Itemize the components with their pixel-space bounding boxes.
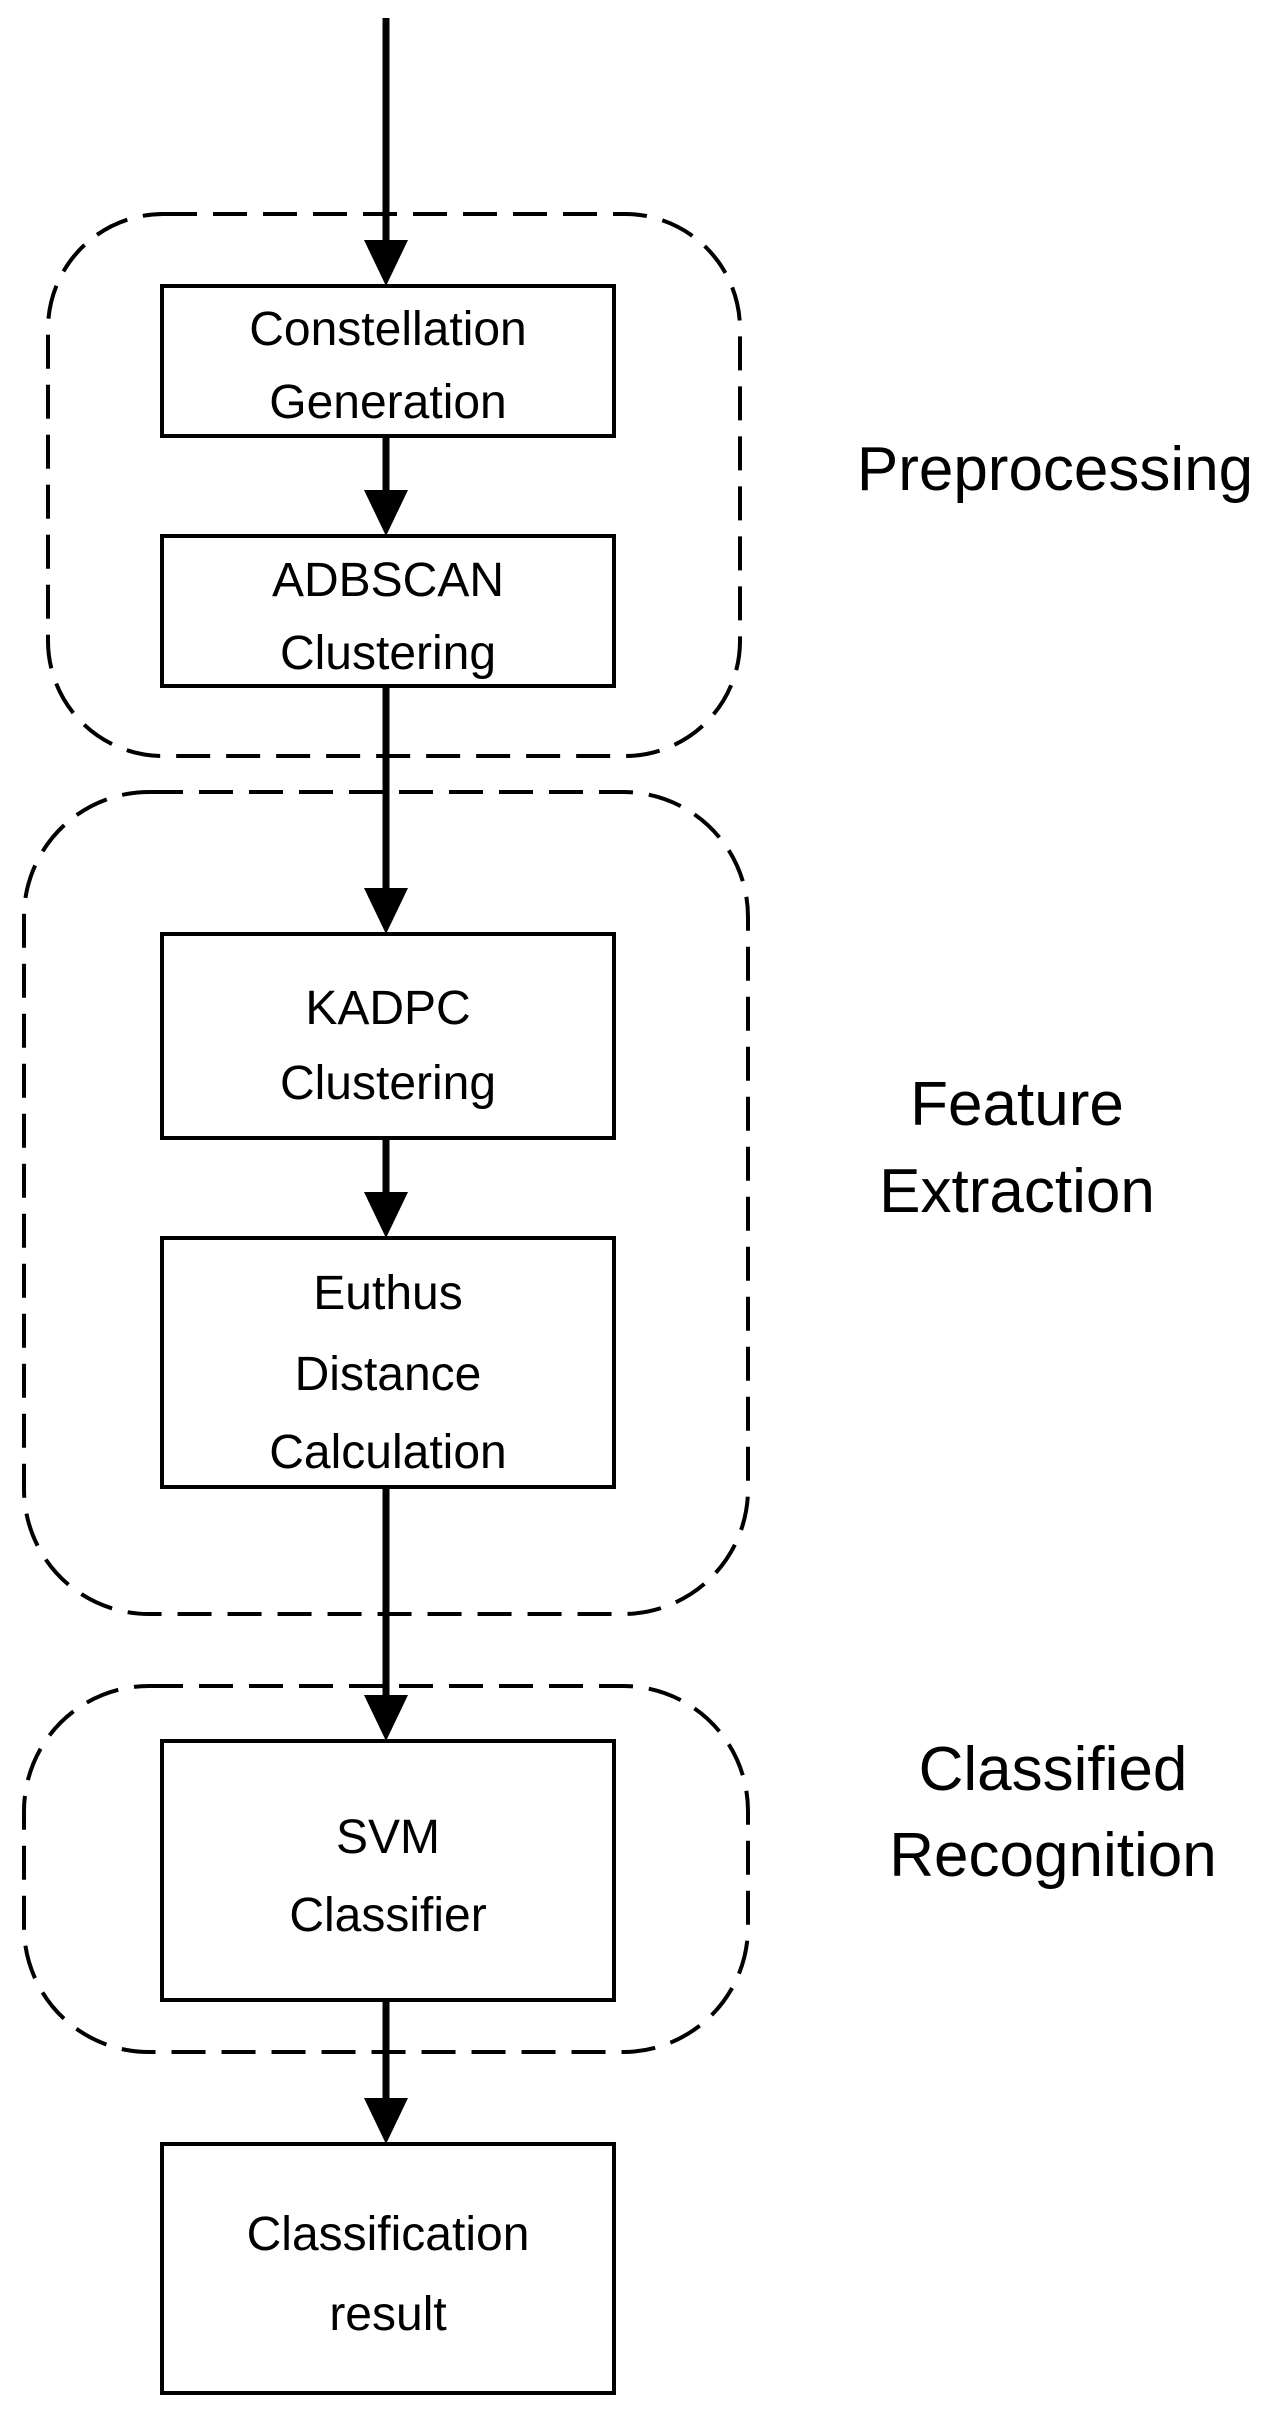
- euthus-label-line3: Calculation: [269, 1426, 506, 1479]
- adbscan-label-line2: Clustering: [280, 627, 496, 680]
- result-label-line2: result: [329, 2288, 446, 2341]
- svm-classifier-box: [160, 1739, 616, 2002]
- euthus-label-line1: Euthus: [313, 1267, 462, 1320]
- kadpc-label-line1: KADPC: [305, 982, 470, 1035]
- euthus-label-line2: Distance: [295, 1348, 482, 1401]
- arrow-head-1: [364, 490, 408, 536]
- adbscan-clustering-box: [160, 534, 616, 688]
- feature-extraction-label-line2: Extraction: [879, 1157, 1155, 1226]
- svm-label-line1: SVM: [336, 1811, 440, 1864]
- constellation-label-line2: Generation: [269, 376, 507, 429]
- classification-result-box: [160, 2142, 616, 2395]
- arrow-head-2: [364, 888, 408, 934]
- arrow-head-4: [364, 1695, 408, 1741]
- constellation-label-line1: Constellation: [249, 303, 527, 356]
- preprocessing-group: [46, 212, 742, 758]
- kadpc-clustering-box: [160, 932, 616, 1140]
- feature-extraction-label-line1: Feature: [910, 1070, 1124, 1139]
- kadpc-label-line2: Clustering: [280, 1057, 496, 1110]
- arrow-head-5: [364, 2098, 408, 2144]
- arrow-head-0: [364, 240, 408, 286]
- adbscan-label-line1: ADBSCAN: [272, 554, 504, 607]
- constellation-generation-box: [160, 284, 616, 438]
- svm-label-line2: Classifier: [289, 1889, 486, 1942]
- classified-recognition-label-line1: Classified: [919, 1735, 1188, 1804]
- arrow-head-3: [364, 1192, 408, 1238]
- preprocessing-label: Preprocessing: [857, 435, 1253, 504]
- result-label-line1: Classification: [247, 2208, 530, 2261]
- euthus-distance-box: [160, 1236, 616, 1489]
- classified-recognition-label-line2: Recognition: [889, 1821, 1216, 1890]
